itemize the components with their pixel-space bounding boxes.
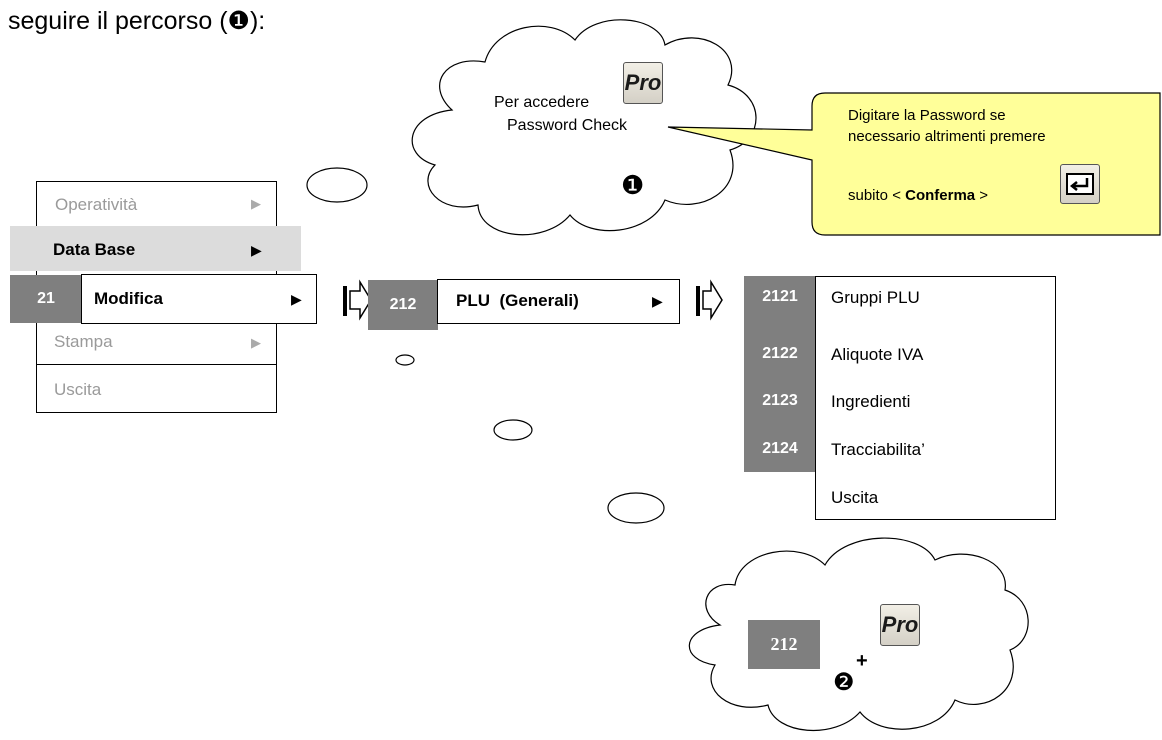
cloud-1-line-1: Per accedere bbox=[494, 94, 590, 111]
option-tracciabilita[interactable]: Tracciabilita’ bbox=[831, 440, 925, 459]
option-ingredienti[interactable]: Ingredienti bbox=[831, 392, 911, 411]
option-uscita[interactable]: Uscita bbox=[831, 488, 879, 507]
callout-prefix: subito < bbox=[848, 187, 906, 204]
callout-line-1: Digitare la Password se bbox=[848, 107, 1006, 124]
option-code: 2124 bbox=[762, 440, 798, 457]
option-code: 2121 bbox=[762, 288, 798, 305]
step-2-marker: ❷ bbox=[833, 669, 855, 696]
intro-text: seguire il percorso (❶): bbox=[8, 7, 266, 35]
cloud-1-shape bbox=[411, 19, 757, 236]
menu-item-uscita: Uscita bbox=[54, 380, 102, 399]
menu-code-21: 21 bbox=[10, 275, 82, 323]
bubble bbox=[607, 492, 665, 524]
menu-divider bbox=[36, 364, 277, 365]
bubble bbox=[395, 354, 415, 366]
arrow-right-icon: ▶ bbox=[251, 196, 261, 211]
submenu-item-plu[interactable] bbox=[437, 279, 680, 324]
pro-key-icon: Pro bbox=[623, 62, 663, 104]
option-code: 2123 bbox=[762, 392, 798, 409]
arrow-right-icon: ▶ bbox=[291, 291, 302, 307]
arrow-right-icon: ▶ bbox=[251, 335, 261, 350]
menu-item-operativita: Operatività bbox=[55, 195, 138, 214]
plus-sign: + bbox=[856, 650, 868, 672]
options-code-column bbox=[744, 276, 816, 472]
arrow-right-icon: ▶ bbox=[251, 242, 262, 258]
submenu-item-plu-label: PLU (Generali) bbox=[456, 291, 579, 310]
menu-item-stampa: Stampa bbox=[54, 332, 113, 351]
menu-item-modifica-label: Modifica bbox=[94, 289, 163, 308]
callout-shape bbox=[667, 92, 1161, 236]
pro-key-icon: Pro bbox=[880, 604, 920, 646]
bubble bbox=[306, 167, 368, 203]
cloud-2-shape bbox=[688, 537, 1029, 731]
cloud-1-line-2: Password Check bbox=[507, 117, 628, 134]
bubble bbox=[493, 419, 533, 441]
callout-line-2: necessario altrimenti premere bbox=[848, 128, 1046, 145]
callout-suffix: > bbox=[975, 187, 989, 204]
callout-bold: Conferma bbox=[905, 187, 976, 204]
callout-line-3: subito < Conferma > bbox=[848, 185, 988, 206]
option-code: 2122 bbox=[762, 345, 798, 362]
menu-item-data-base-label: Data Base bbox=[53, 240, 136, 259]
arrow-right-icon: ▶ bbox=[652, 293, 663, 309]
step-1-marker: ❶ bbox=[621, 170, 645, 200]
options-list bbox=[815, 276, 1056, 520]
option-gruppi-plu[interactable]: Gruppi PLU bbox=[831, 288, 920, 307]
flow-arrow-2 bbox=[696, 279, 723, 321]
enter-key-icon bbox=[1060, 164, 1100, 204]
shortcut-code-212: 212 bbox=[748, 620, 820, 669]
menu-item-modifica[interactable] bbox=[81, 274, 317, 324]
option-aliquote-iva[interactable]: Aliquote IVA bbox=[831, 345, 924, 364]
menu-item-data-base[interactable] bbox=[10, 226, 301, 271]
flow-arrow-1 bbox=[343, 279, 372, 321]
submenu-code-212: 212 bbox=[368, 280, 438, 330]
